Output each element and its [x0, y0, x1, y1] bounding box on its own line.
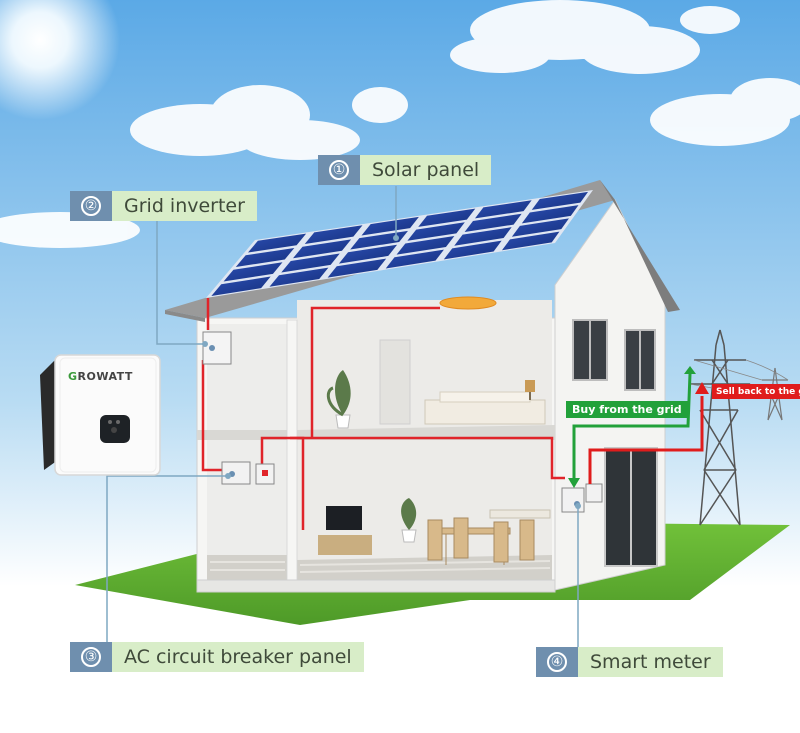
plant-downstairs	[401, 498, 417, 543]
solar-panel-cell	[443, 240, 502, 260]
solar-panel-cell	[464, 213, 522, 233]
solar-panel-cell	[396, 235, 455, 255]
solar-panel-cell	[223, 262, 283, 282]
leader-lines	[106, 186, 579, 656]
solar-panel-cell	[407, 222, 465, 241]
dining-table	[427, 509, 551, 565]
buy-from-grid-line	[572, 373, 692, 480]
callout-label: Smart meter	[578, 647, 723, 677]
solar-panel-cell	[475, 200, 532, 219]
solar-panel-cell	[385, 249, 444, 269]
inverter-device-icon	[40, 354, 161, 476]
inverter-brand-logo: GROWATT	[68, 370, 133, 383]
solar-panel-cell	[281, 253, 340, 273]
solar-panel-cell	[521, 205, 579, 224]
callout-ac-breaker-panel: ③ AC circuit breaker panel	[70, 642, 364, 672]
sell-arrow-icon	[695, 382, 709, 394]
callout-number: ④	[536, 647, 578, 677]
bedroom	[379, 339, 546, 425]
solar-panel-cell	[511, 218, 569, 237]
solar-panel-cell	[269, 267, 329, 287]
solar-panel-cell	[418, 208, 476, 227]
sun-icon	[0, 0, 120, 120]
solar-panel-cell	[211, 276, 271, 296]
callout-label: Solar panel	[360, 155, 492, 185]
callout-smart-meter: ④ Smart meter	[536, 647, 723, 677]
solar-panel-cell	[501, 231, 560, 251]
television-icon	[318, 506, 372, 555]
solar-panel-cell	[293, 239, 352, 259]
solar-panel-cell	[361, 216, 419, 236]
patio-door	[604, 447, 658, 567]
breaker-panel-device	[221, 461, 275, 485]
solar-panel-frame	[206, 190, 593, 298]
sell-back-label: Sell back to the grid	[712, 384, 800, 399]
grid-inverter-device	[202, 331, 232, 365]
solar-panel-cell	[454, 227, 512, 246]
plant-icon	[326, 370, 351, 429]
callout-number: ③	[70, 642, 112, 672]
sell-back-line	[588, 396, 704, 484]
solar-panel-cell	[327, 258, 387, 278]
callout-number: ①	[318, 155, 360, 185]
callout-solar-panel: ① Solar panel	[318, 155, 492, 185]
callout-grid-inverter: ② Grid inverter	[70, 191, 257, 221]
solar-panel-array	[206, 190, 593, 298]
buy-arrow-icon	[568, 478, 580, 488]
callout-label: Grid inverter	[112, 191, 257, 221]
clouds	[0, 0, 800, 248]
solar-panel-cell	[235, 247, 295, 267]
solar-panel-cell	[350, 230, 408, 250]
buy-from-grid-label: Buy from the grid	[566, 401, 688, 418]
buy-arrow-top-icon	[684, 366, 696, 374]
leader-dots	[202, 235, 581, 509]
solar-panel-cell	[338, 244, 398, 264]
house-windows	[572, 319, 656, 391]
solar-panel-cell	[304, 225, 363, 244]
solar-panel-cell	[531, 191, 589, 210]
callout-number: ②	[70, 191, 112, 221]
solar-panel-cell	[248, 233, 307, 253]
callout-label: AC circuit breaker panel	[112, 642, 364, 672]
ceiling-lamp-icon	[439, 296, 497, 310]
